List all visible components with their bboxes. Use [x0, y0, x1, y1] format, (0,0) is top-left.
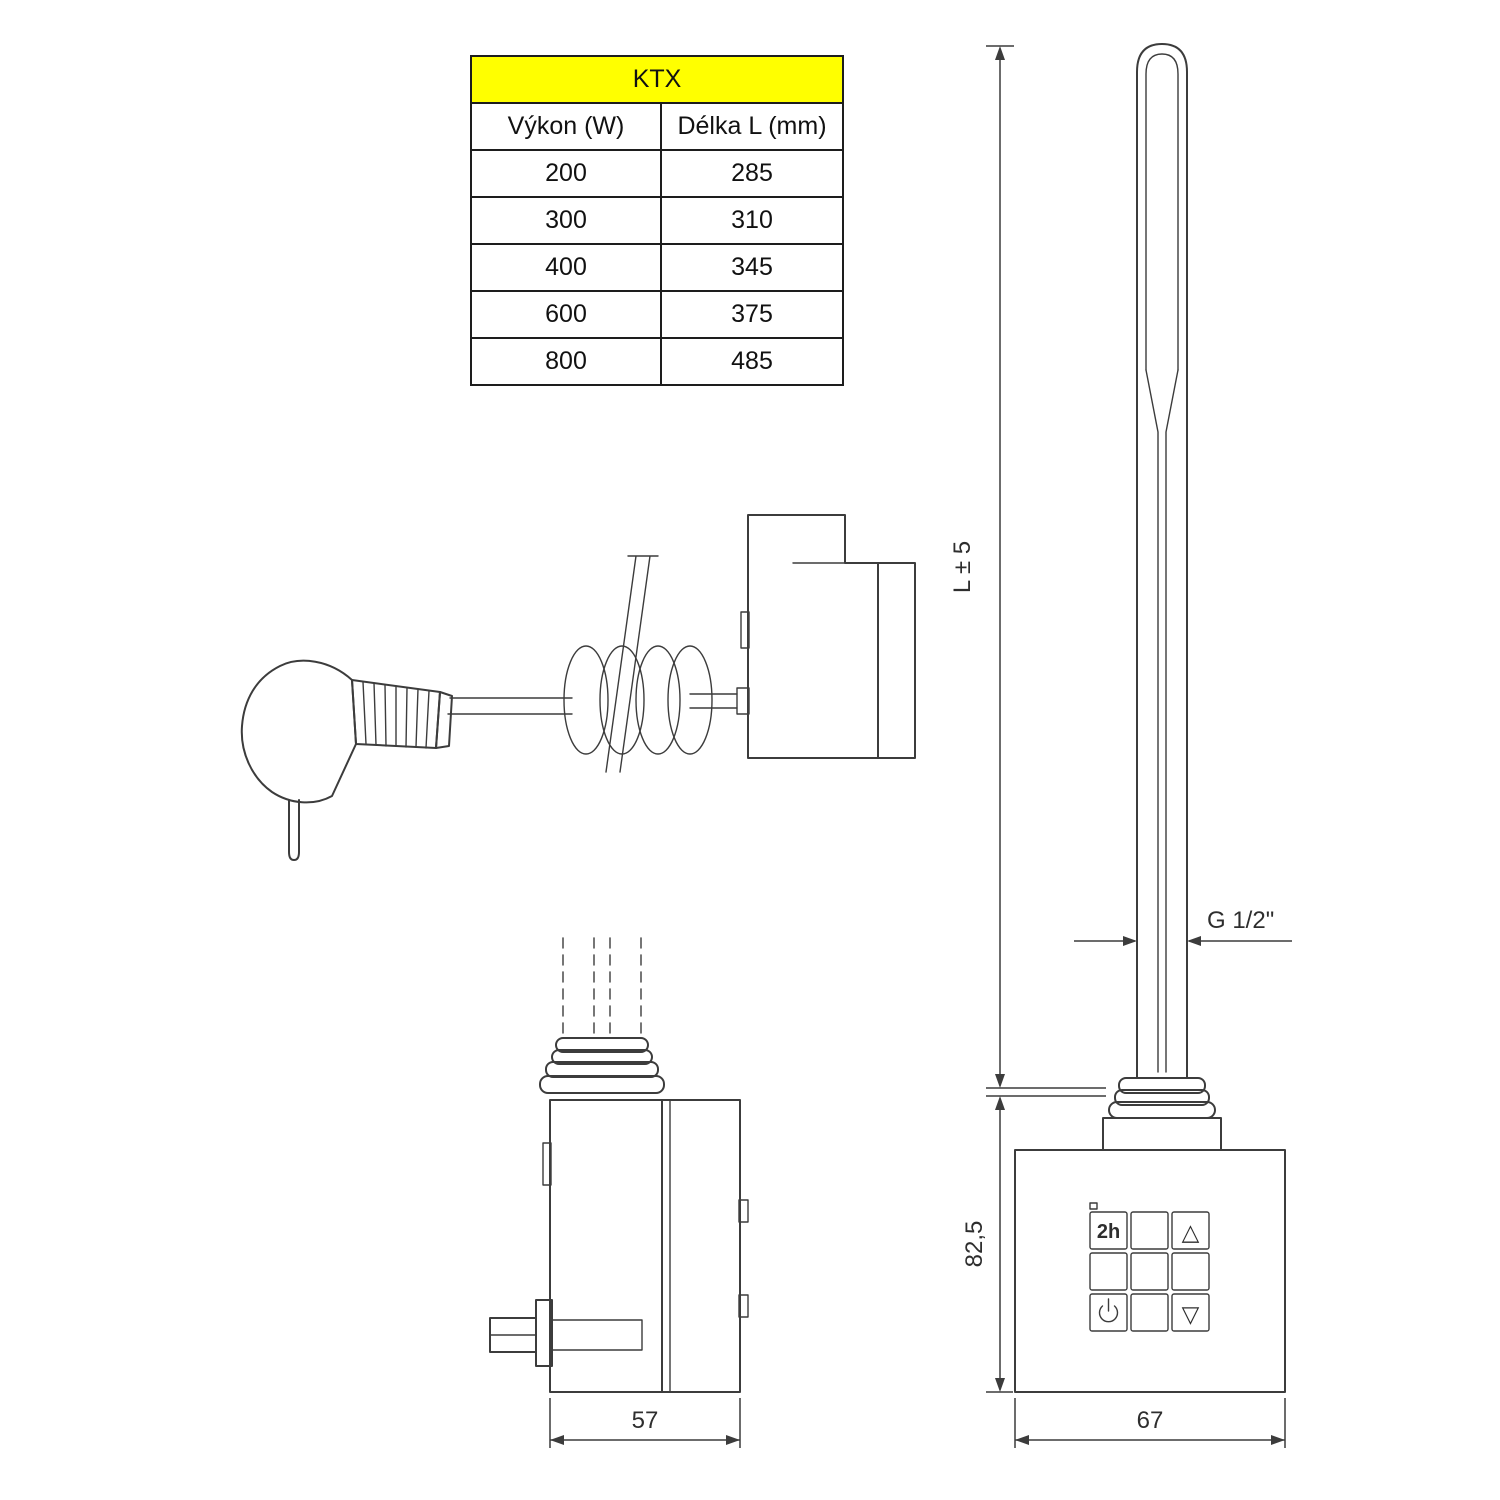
- plug-grip-cap: [435, 691, 453, 749]
- heater-inner-element: [1145, 53, 1179, 371]
- cable-housing-outline: [747, 514, 916, 759]
- cable-run-right: [689, 693, 738, 709]
- table-header-row: Výkon (W) Délka L (mm): [470, 102, 844, 151]
- housing-side-view: 57: [489, 937, 749, 1448]
- coiled-cable: [563, 645, 713, 755]
- keypad-corner-mark: [1089, 1202, 1098, 1210]
- cell-power: 300: [470, 196, 662, 245]
- plug-grip-ribs: [362, 681, 430, 749]
- power-button: [1089, 1293, 1128, 1332]
- dimension-housing-height: 82,5: [961, 1095, 1106, 1393]
- keypad: 2h △ ▽: [1089, 1202, 1210, 1332]
- housing-height-label: 82,5: [961, 1221, 988, 1268]
- heater-tube-outline: [1136, 43, 1188, 1079]
- down-arrow-icon: ▽: [1182, 1301, 1200, 1327]
- cable-entry-gland: [736, 687, 750, 715]
- plug-body: [240, 659, 357, 804]
- cell-length: 310: [660, 196, 844, 245]
- housing-side-button: [738, 1294, 749, 1318]
- housing-width-label: 67: [1137, 1407, 1164, 1434]
- table-row: 800 485: [470, 337, 844, 386]
- dimension-overall-length: L ± 5: [949, 45, 1106, 1089]
- cell-length: 485: [660, 337, 844, 386]
- dimension-housing-depth: 57: [549, 1398, 741, 1448]
- plug-and-cable-view: [240, 514, 916, 861]
- keypad-button: [1130, 1252, 1169, 1291]
- control-housing-side: [549, 1099, 741, 1393]
- heater-neck: [1102, 1117, 1222, 1151]
- housing-left-clip: [542, 1142, 552, 1186]
- cell-length: 375: [660, 290, 844, 339]
- cell-power: 800: [470, 337, 662, 386]
- keypad-button: [1089, 1252, 1128, 1291]
- timer-button-label: 2h: [1097, 1221, 1120, 1243]
- spec-table: KTX Výkon (W) Délka L (mm) 200 285 300 3…: [470, 55, 844, 386]
- timer-button: [1089, 1211, 1128, 1250]
- heater-element-taper: [1145, 369, 1179, 1073]
- dimension-housing-width: 67: [1014, 1398, 1286, 1448]
- col-header-power: Výkon (W): [470, 102, 662, 151]
- housing-side-button: [738, 1199, 749, 1223]
- table-row: 400 345: [470, 243, 844, 292]
- thread-size-label: G 1/2": [1207, 907, 1274, 934]
- thread-collar-side: [539, 1037, 665, 1094]
- power-plug: [240, 659, 453, 861]
- cable-housing-clip: [740, 611, 750, 649]
- thread-collar-front: [1108, 1077, 1216, 1119]
- housing-depth-label: 57: [632, 1407, 659, 1434]
- table-row: 300 310: [470, 196, 844, 245]
- keypad-button: [1171, 1252, 1210, 1291]
- hidden-tube-lines: [562, 937, 642, 1039]
- col-header-length: Délka L (mm): [660, 102, 844, 151]
- cell-power: 400: [470, 243, 662, 292]
- power-icon: [1098, 1298, 1119, 1323]
- break-symbol: [605, 555, 659, 773]
- table-row: 200 285: [470, 149, 844, 198]
- dimension-thread: G 1/2": [1074, 907, 1292, 946]
- plug-pin: [288, 799, 300, 861]
- table-title: KTX: [470, 55, 844, 104]
- up-button: [1171, 1211, 1210, 1250]
- keypad-button: [1130, 1211, 1169, 1250]
- heater-front-view: 2h △ ▽ L ± 5 G 1/2": [949, 43, 1292, 1448]
- socket-connector: [489, 1299, 643, 1367]
- cell-power: 600: [470, 290, 662, 339]
- keypad-button: [1130, 1293, 1169, 1332]
- cell-length: 345: [660, 243, 844, 292]
- control-housing-front: [1014, 1149, 1286, 1393]
- overall-length-label: L ± 5: [949, 541, 976, 593]
- table-row: 600 375: [470, 290, 844, 339]
- cable-run-left: [447, 697, 573, 715]
- cell-power: 200: [470, 149, 662, 198]
- table-title-row: KTX: [470, 55, 844, 104]
- cell-length: 285: [660, 149, 844, 198]
- down-button: [1171, 1293, 1210, 1332]
- up-arrow-icon: △: [1182, 1219, 1200, 1245]
